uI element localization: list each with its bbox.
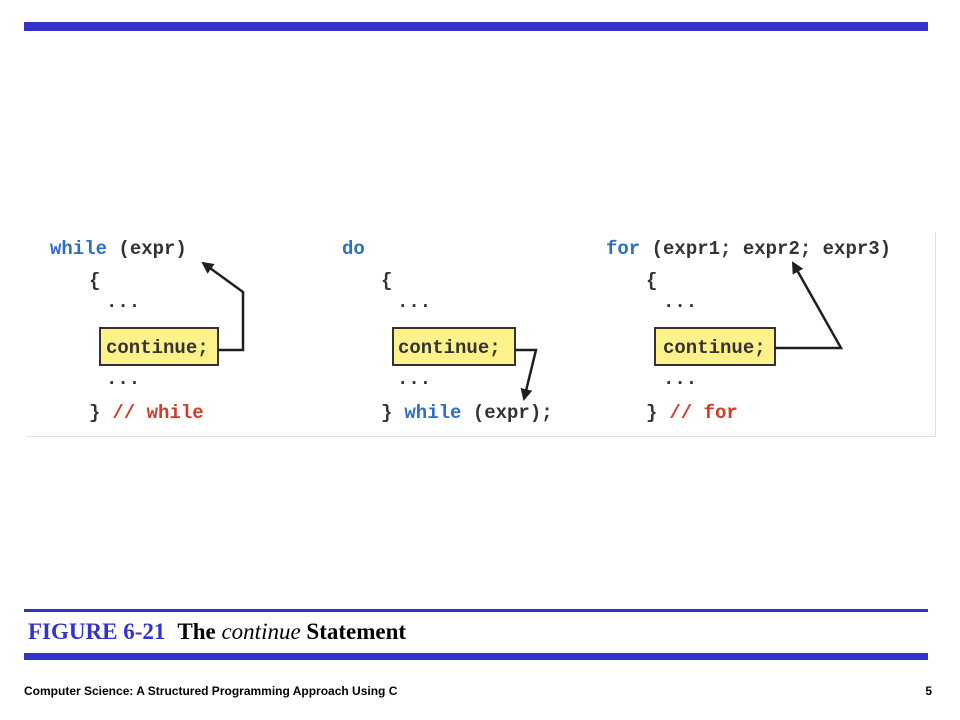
figure-number: FIGURE 6-21 — [28, 619, 166, 644]
while-close: }// while — [89, 402, 204, 424]
while-continue-highlight — [99, 327, 219, 366]
do-header: do — [342, 238, 365, 260]
while-ellipsis-after: ... — [106, 368, 140, 390]
do-close: }while (expr); — [381, 402, 553, 424]
for-jump-arrow — [775, 261, 844, 350]
for-header: for (expr1; expr2; expr3) — [606, 238, 891, 260]
continue-statement-figure: while (expr) { ... continue; ... }// whi… — [26, 232, 936, 437]
while-jump-arrow — [201, 261, 245, 352]
for-close: }// for — [646, 402, 738, 424]
do-open-brace: { — [381, 270, 392, 292]
page-number: 5 — [925, 684, 932, 698]
caption-bottom-bar — [24, 653, 928, 660]
top-accent-bar — [24, 22, 928, 31]
do-loop-code: do { ... continue; ... }while (expr); — [342, 238, 553, 424]
for-loop-code: for (expr1; expr2; expr3) { ... continue… — [606, 238, 891, 424]
for-continue-highlight — [654, 327, 776, 366]
while-open-brace: { — [89, 270, 100, 292]
while-header: while (expr) — [50, 238, 187, 260]
caption-text-before: The — [177, 619, 222, 644]
figure-caption: FIGURE 6-21 The continue Statement — [28, 615, 406, 649]
do-ellipsis-before: ... — [397, 291, 431, 313]
footer-book-title: Computer Science: A Structured Programmi… — [24, 684, 398, 698]
caption-emphasis: continue — [221, 619, 301, 644]
for-continue: continue; — [663, 337, 766, 359]
do-ellipsis-after: ... — [397, 368, 431, 390]
for-open-brace: { — [646, 270, 657, 292]
while-continue: continue; — [106, 337, 209, 359]
do-jump-arrow — [515, 348, 538, 401]
for-ellipsis-after: ... — [663, 368, 697, 390]
caption-text-after: Statement — [300, 619, 407, 644]
while-loop-code: while (expr) { ... continue; ... }// whi… — [50, 238, 245, 424]
while-ellipsis-before: ... — [106, 291, 140, 313]
for-ellipsis-before: ... — [663, 291, 697, 313]
caption-top-rule — [24, 609, 928, 612]
do-continue: continue; — [398, 337, 501, 359]
do-continue-highlight — [392, 327, 516, 366]
